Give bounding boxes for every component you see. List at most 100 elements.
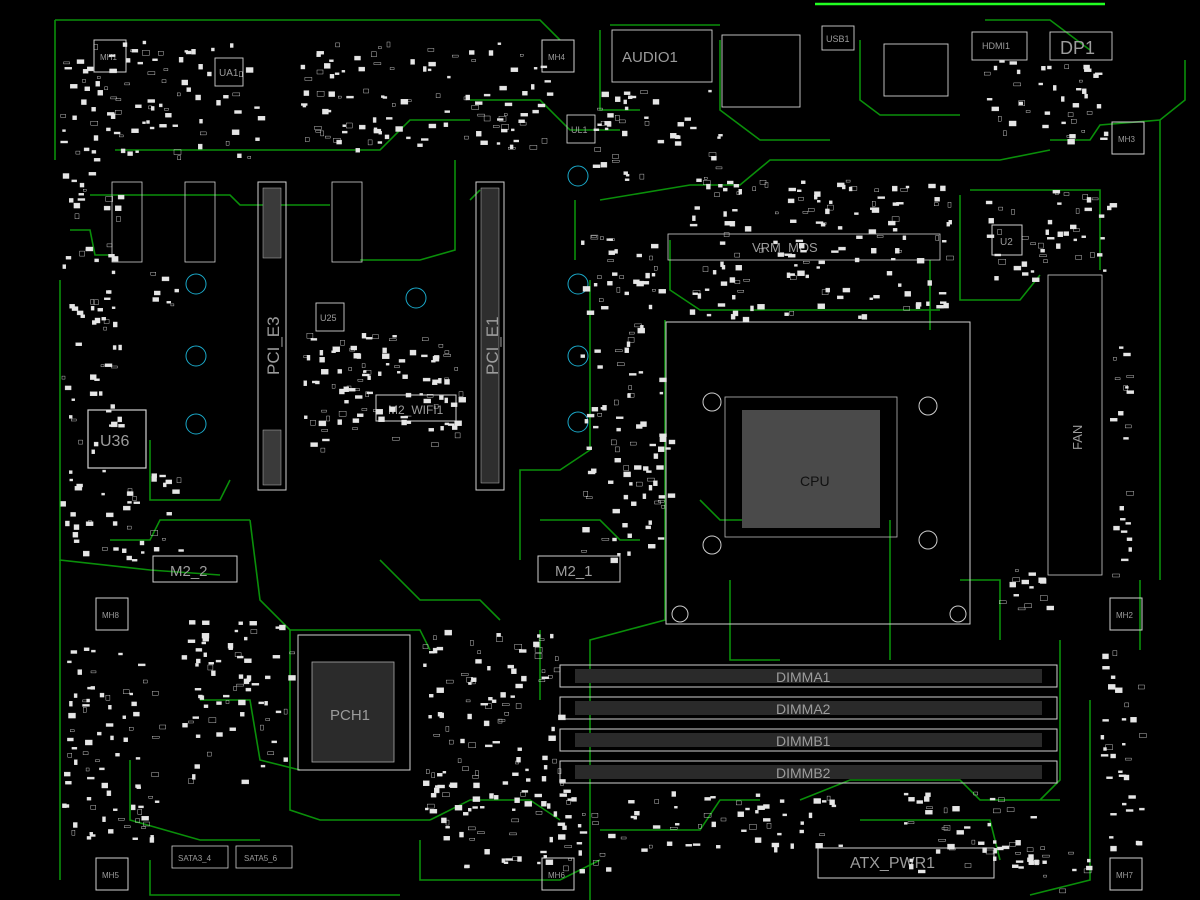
smd-pad: [108, 829, 114, 834]
smd-pad: [763, 818, 771, 822]
smd-pad: [441, 817, 447, 824]
smd-pad: [82, 69, 89, 74]
smd-pad: [808, 812, 813, 819]
smd-pad: [1125, 522, 1131, 525]
smd-pad: [541, 676, 549, 679]
smd-pad: [445, 826, 450, 829]
smd-pad: [1084, 207, 1092, 212]
smd-pad: [900, 188, 908, 192]
smd-pad: [460, 738, 465, 744]
smd-pad: [624, 347, 629, 353]
smd-pad: [1119, 506, 1125, 511]
smd-pad: [512, 808, 516, 811]
smd-pad: [782, 813, 787, 817]
smd-pad: [798, 197, 804, 201]
smd-pad: [130, 804, 136, 811]
smd-pad: [1118, 770, 1123, 773]
mount-hole-mh3: MH3: [1111, 121, 1145, 155]
smd-pad: [534, 653, 543, 659]
smd-pad: [1026, 847, 1034, 852]
smd-pad: [166, 301, 172, 304]
mh6-label: MH6: [548, 871, 565, 880]
smd-pad: [614, 249, 618, 254]
smd-pad: [615, 96, 621, 102]
smd-pad: [904, 822, 908, 825]
smd-pad: [243, 678, 250, 685]
smd-pad: [372, 117, 377, 123]
smd-pad: [401, 419, 407, 426]
smd-pad: [1115, 687, 1123, 693]
smd-pad: [178, 549, 184, 552]
smd-pad: [892, 228, 898, 232]
mount-hole-mh4: MH4: [541, 39, 575, 73]
smd-pad: [614, 458, 621, 463]
smd-pad: [903, 792, 909, 796]
smd-pad: [903, 306, 910, 311]
smd-pad: [626, 341, 631, 347]
smd-pad: [338, 95, 342, 99]
smd-pad: [943, 825, 951, 831]
smd-pad: [659, 377, 667, 383]
smd-pad: [519, 649, 527, 653]
smd-pad: [113, 808, 118, 811]
smd-pad: [174, 288, 179, 293]
smd-pad: [100, 364, 105, 367]
u25-label: U25: [320, 313, 337, 323]
smd-pad: [354, 55, 361, 61]
smd-pad: [84, 86, 91, 92]
smd-pad: [216, 732, 223, 737]
smd-pad: [642, 493, 647, 499]
smd-pad: [65, 520, 70, 527]
smd-pad: [526, 778, 531, 782]
smd-pad: [1018, 101, 1023, 106]
smd-pad: [423, 66, 427, 72]
smd-pad: [159, 474, 166, 478]
smd-pad: [392, 335, 397, 338]
smd-pad: [675, 823, 680, 826]
smd-pad: [332, 346, 340, 352]
smd-pad: [358, 66, 365, 72]
smd-pad: [260, 724, 264, 731]
smd-pad: [565, 815, 572, 819]
smd-pad: [652, 289, 656, 292]
smd-pad: [624, 178, 630, 181]
smd-pad: [82, 751, 89, 755]
smd-pad: [494, 795, 499, 800]
smd-pad: [333, 137, 341, 143]
smd-pad: [750, 305, 754, 312]
u36-label: U36: [100, 433, 129, 450]
smd-pad: [207, 664, 214, 671]
smd-pad: [225, 700, 230, 704]
smd-pad: [80, 314, 85, 318]
smd-pad: [744, 226, 752, 232]
smd-pad: [581, 550, 587, 553]
smd-pad: [483, 93, 491, 97]
smd-pad: [385, 363, 390, 366]
smd-pad: [624, 106, 629, 111]
smd-pad: [724, 221, 731, 226]
smd-pad: [732, 310, 739, 317]
smd-pad: [73, 693, 78, 698]
mount-hole-mh6: MH6: [541, 857, 575, 891]
smd-pad: [861, 314, 868, 320]
smd-pad: [165, 479, 173, 485]
smd-pad: [1068, 851, 1074, 855]
smd-pad: [805, 274, 809, 279]
smd-pad: [837, 295, 844, 300]
smd-pad: [350, 345, 357, 351]
smd-pad: [994, 276, 999, 281]
m2-wifi-connector: M2_WIFI1: [375, 394, 457, 422]
smd-pad: [1113, 525, 1120, 531]
smd-pad: [123, 825, 131, 828]
smd-pad: [423, 780, 430, 786]
smd-pad: [106, 512, 114, 518]
smd-pad: [471, 59, 476, 62]
smd-pad: [964, 826, 971, 829]
smd-pad: [1015, 840, 1021, 846]
smd-pad: [540, 65, 548, 69]
smd-pad: [799, 242, 805, 249]
smd-pad: [176, 92, 181, 97]
smd-pad: [898, 283, 902, 287]
smd-pad: [106, 127, 111, 132]
smd-pad: [60, 140, 68, 144]
